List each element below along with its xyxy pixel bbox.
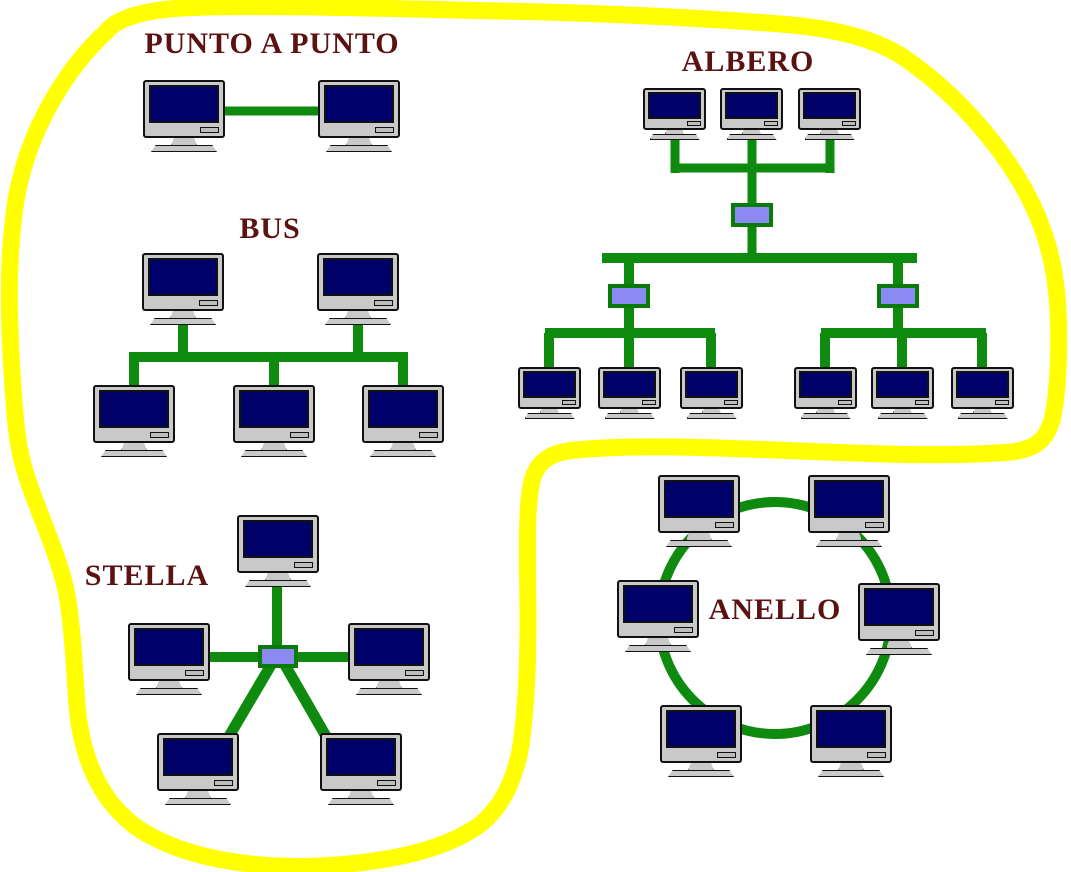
computer-icon: [142, 253, 224, 325]
computer-icon: [643, 88, 706, 140]
stand-base: [326, 145, 392, 152]
cable: [280, 662, 332, 741]
computer-icon: [680, 367, 743, 419]
computer-icon: [810, 705, 892, 777]
computer-icon: [871, 367, 934, 419]
computer-icon: [617, 580, 699, 652]
computer-icon: [233, 385, 315, 457]
computer-icon: [808, 475, 890, 547]
topology-label-anello: ANELLO: [708, 593, 842, 626]
topology-label-punto-a-punto: PUNTO A PUNTO: [144, 27, 400, 60]
computer-icon: [858, 583, 940, 655]
computer-icon: [237, 515, 319, 587]
power-button: [200, 127, 219, 133]
computer-icon: [143, 80, 225, 152]
hub-icon: [258, 645, 298, 668]
computer-icon: [798, 88, 861, 140]
topology-label-stella: STELLA: [84, 559, 210, 592]
hub-icon: [608, 284, 650, 308]
computer-icon: [317, 253, 399, 325]
computer-icon: [320, 733, 402, 805]
cable: [223, 662, 276, 741]
computer-icon: [598, 367, 661, 419]
stand-base: [151, 145, 217, 152]
computer-icon: [128, 623, 210, 695]
computer-icon: [658, 475, 740, 547]
computer-icon: [157, 733, 239, 805]
computer-icon: [93, 385, 175, 457]
computer-icon: [362, 385, 444, 457]
screen: [324, 85, 394, 123]
power-button: [375, 127, 394, 133]
computer-icon: [951, 367, 1014, 419]
screen: [149, 85, 219, 123]
topology-label-bus: BUS: [239, 212, 301, 245]
computer-icon: [720, 88, 783, 140]
stand-neck: [346, 137, 372, 146]
computer-icon: [794, 367, 857, 419]
computer-icon: [318, 80, 400, 152]
computer-icon: [518, 367, 581, 419]
computer-icon: [660, 705, 742, 777]
computer-icon: [348, 623, 430, 695]
hub-icon: [877, 284, 919, 308]
stand-neck: [171, 137, 197, 146]
topology-label-albero: ALBERO: [681, 45, 815, 78]
hub-icon: [731, 203, 773, 227]
